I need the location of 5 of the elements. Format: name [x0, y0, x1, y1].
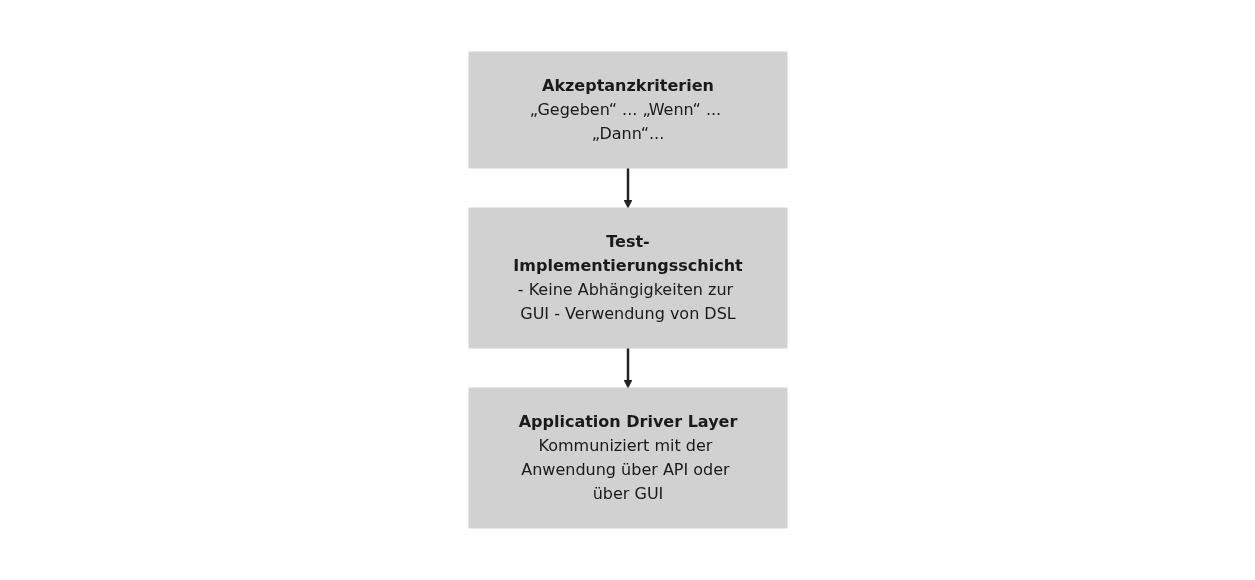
arrow [623, 168, 632, 209]
arrow [623, 348, 632, 389]
node-box: Test-Implementierungsschicht - Keine Abhängigkeiten zur GUI - Verwendung von DSL [468, 207, 787, 349]
node-box: Akzeptanzkriterien „Gegeben“ ... „Wenn“ ... „Dann“... [468, 51, 787, 169]
node-box: Application Driver Layer Kommuniziert mit der Anwendung über API oder über GUI [468, 387, 787, 529]
